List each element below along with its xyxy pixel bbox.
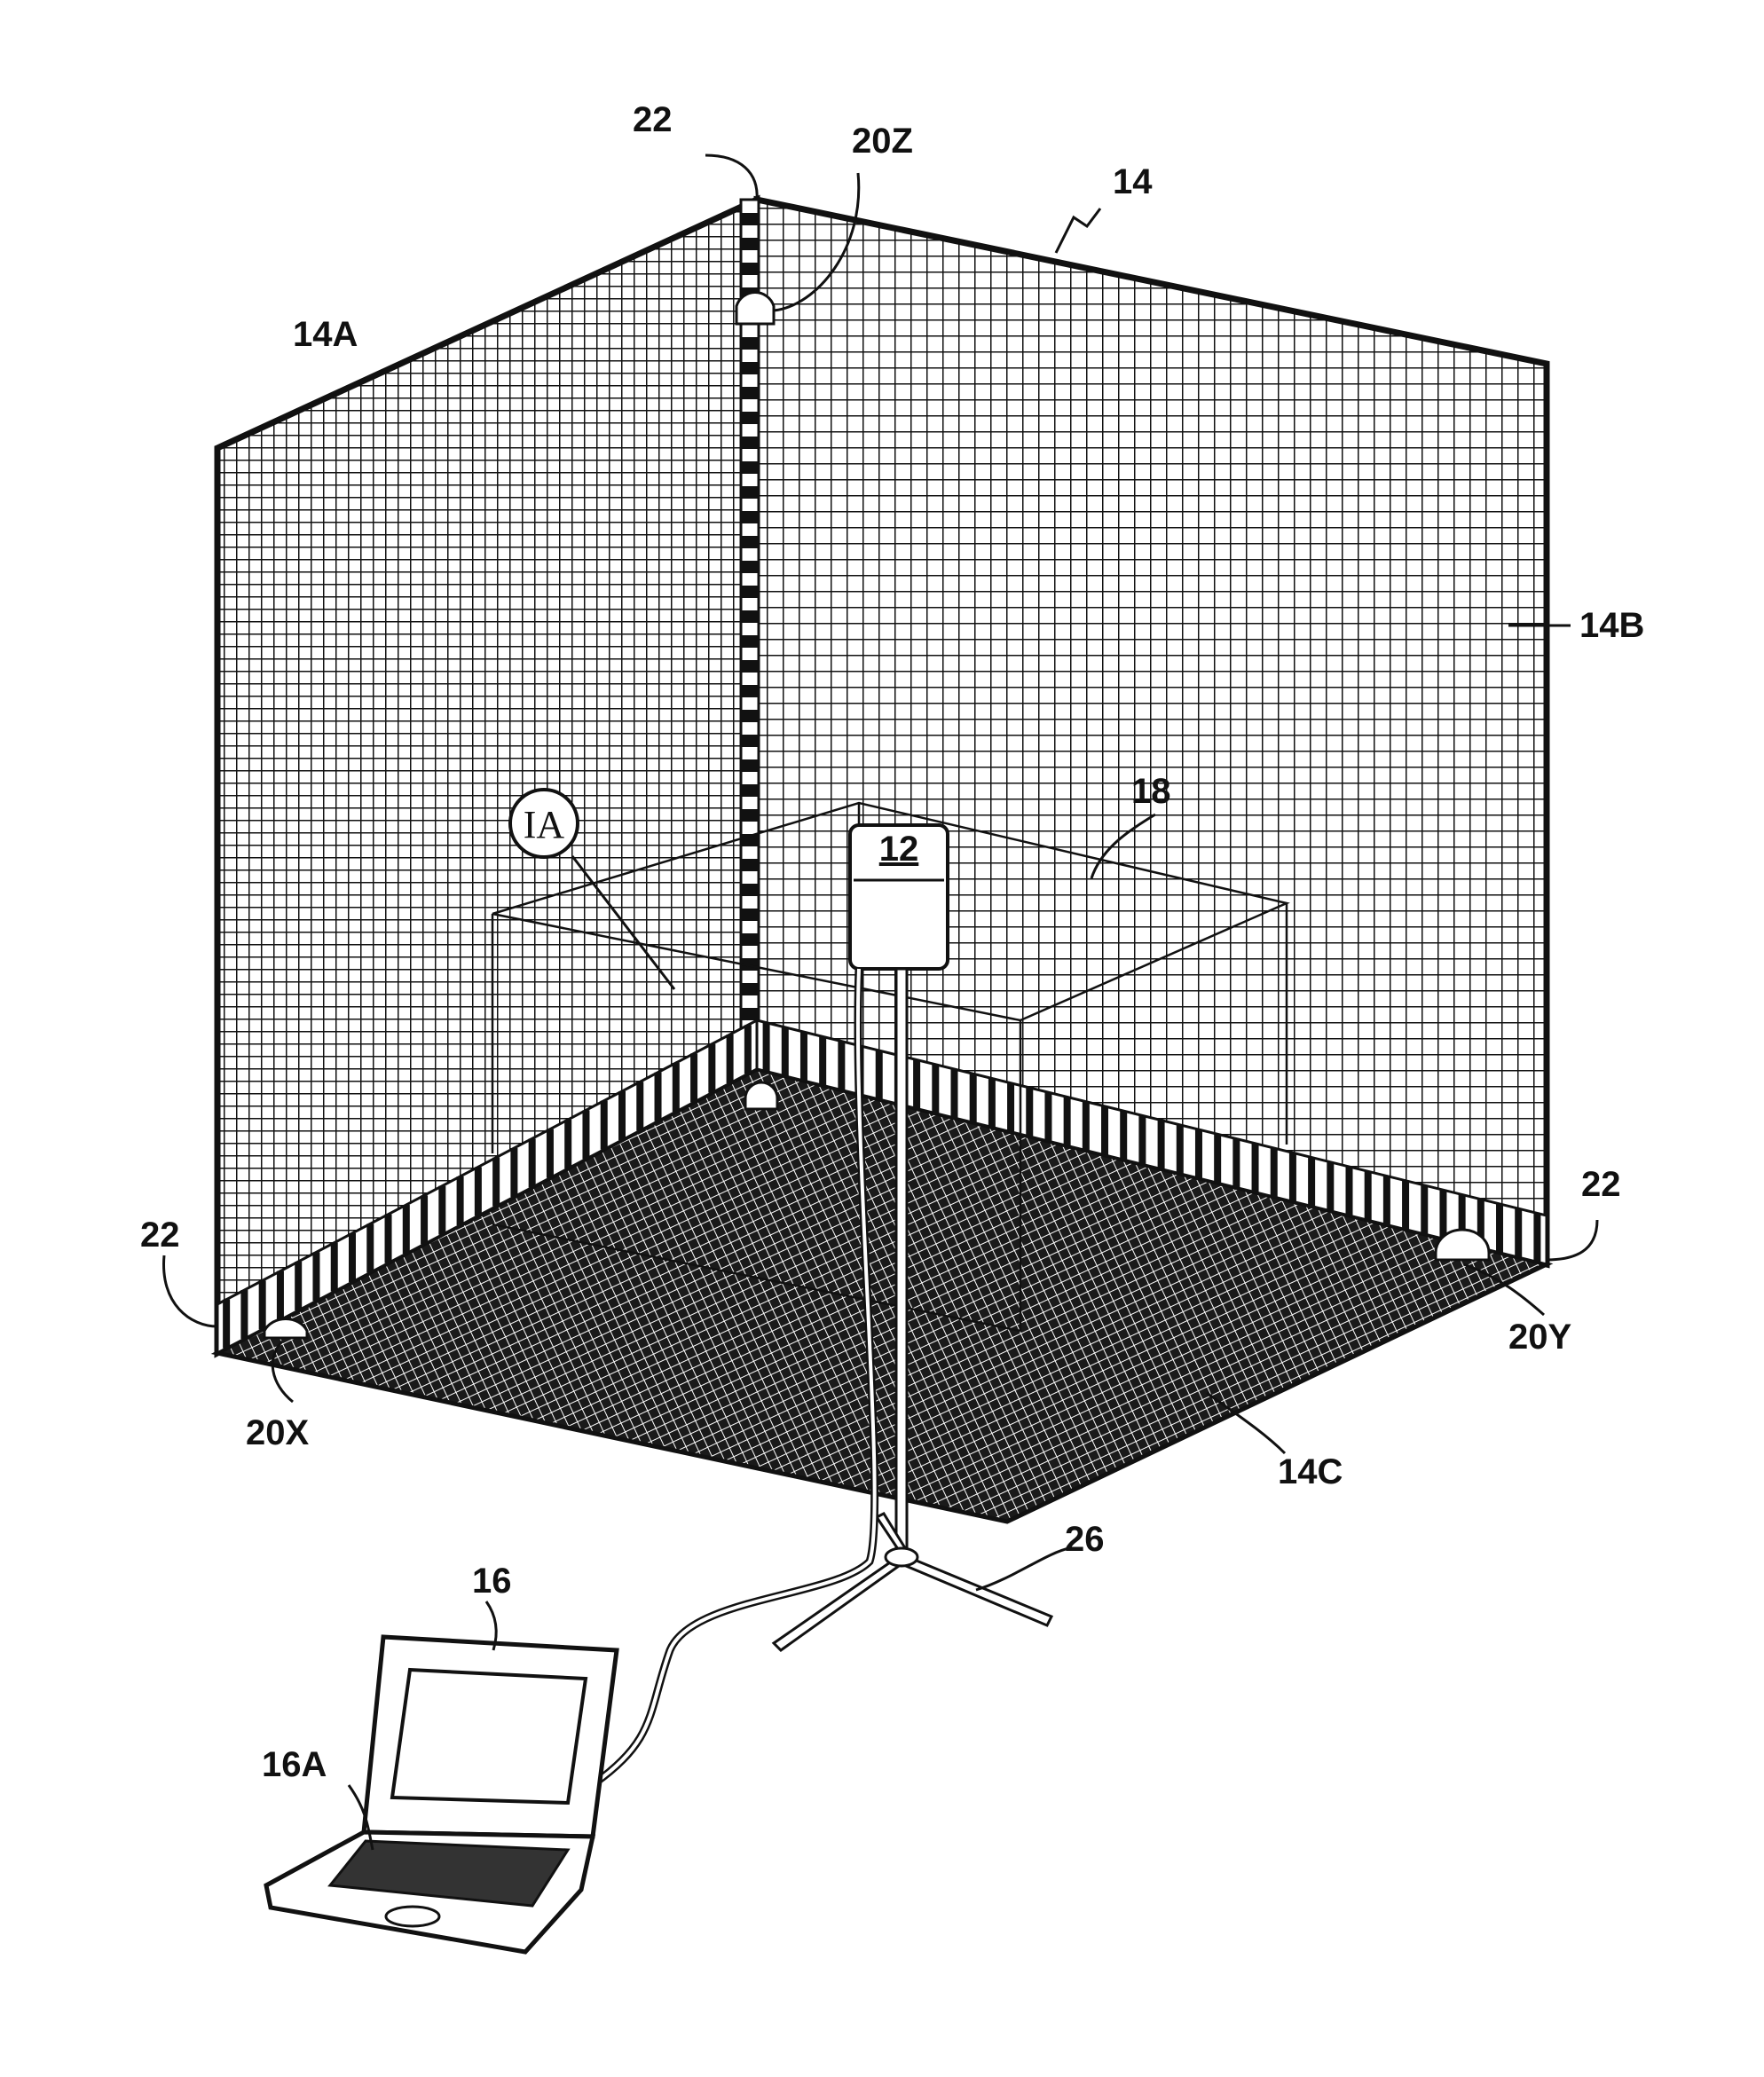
label-16a: 16A bbox=[262, 1745, 327, 1784]
post-stripe bbox=[741, 909, 759, 921]
post-stripe bbox=[741, 784, 759, 797]
leader-14 bbox=[1056, 208, 1100, 253]
leader-26 bbox=[976, 1548, 1069, 1590]
laptop-trackpad bbox=[386, 1907, 439, 1926]
corner-post bbox=[741, 200, 759, 1070]
label-14b: 14B bbox=[1579, 606, 1644, 645]
label-20y: 20Y bbox=[1508, 1318, 1571, 1357]
post-stripe bbox=[741, 263, 759, 275]
label-16: 16 bbox=[472, 1562, 512, 1601]
label-22-right: 22 bbox=[1581, 1165, 1621, 1204]
post-stripe bbox=[741, 238, 759, 250]
label-14: 14 bbox=[1113, 162, 1153, 201]
post-stripe bbox=[741, 735, 759, 747]
label-18: 18 bbox=[1131, 772, 1171, 811]
leader-22-right bbox=[1547, 1220, 1597, 1260]
post-stripe bbox=[741, 362, 759, 374]
post-stripe bbox=[741, 933, 759, 946]
post-stripe bbox=[741, 809, 759, 822]
label-ia: IA bbox=[524, 803, 565, 846]
post-stripe bbox=[741, 710, 759, 722]
label-22-top: 22 bbox=[633, 100, 673, 139]
post-stripe bbox=[741, 412, 759, 424]
laptop-16 bbox=[266, 1637, 617, 1952]
post-stripe bbox=[741, 660, 759, 673]
stand-pole bbox=[896, 969, 907, 1553]
sensor-20z bbox=[736, 293, 774, 324]
label-26: 26 bbox=[1065, 1520, 1105, 1559]
label-22-left: 22 bbox=[140, 1216, 180, 1255]
post-stripe bbox=[741, 213, 759, 225]
post-stripe bbox=[741, 610, 759, 623]
post-stripe bbox=[741, 536, 759, 548]
post-stripe bbox=[741, 759, 759, 772]
leader-22-left bbox=[164, 1255, 217, 1326]
post-stripe bbox=[741, 685, 759, 697]
tripod-26 bbox=[774, 1514, 1051, 1650]
post-stripe bbox=[741, 635, 759, 648]
post-stripe bbox=[741, 884, 759, 896]
post-stripe bbox=[741, 511, 759, 523]
post-stripe bbox=[741, 859, 759, 871]
post-stripe bbox=[741, 561, 759, 573]
post-stripe bbox=[741, 1008, 759, 1020]
post-stripe bbox=[741, 461, 759, 474]
post-stripe bbox=[741, 437, 759, 449]
label-14c: 14C bbox=[1278, 1452, 1343, 1491]
post-stripe bbox=[741, 486, 759, 499]
label-14a: 14A bbox=[293, 315, 358, 354]
label-20x: 20X bbox=[246, 1413, 309, 1452]
label-12: 12 bbox=[879, 830, 919, 869]
post-stripe bbox=[741, 337, 759, 350]
label-20z: 20Z bbox=[852, 122, 913, 161]
post-stripe bbox=[741, 586, 759, 598]
laptop-display-area bbox=[392, 1670, 586, 1803]
leader-22-top bbox=[705, 155, 757, 200]
post-stripe bbox=[741, 983, 759, 995]
sensor-corner bbox=[745, 1082, 777, 1109]
post-stripe bbox=[741, 387, 759, 399]
